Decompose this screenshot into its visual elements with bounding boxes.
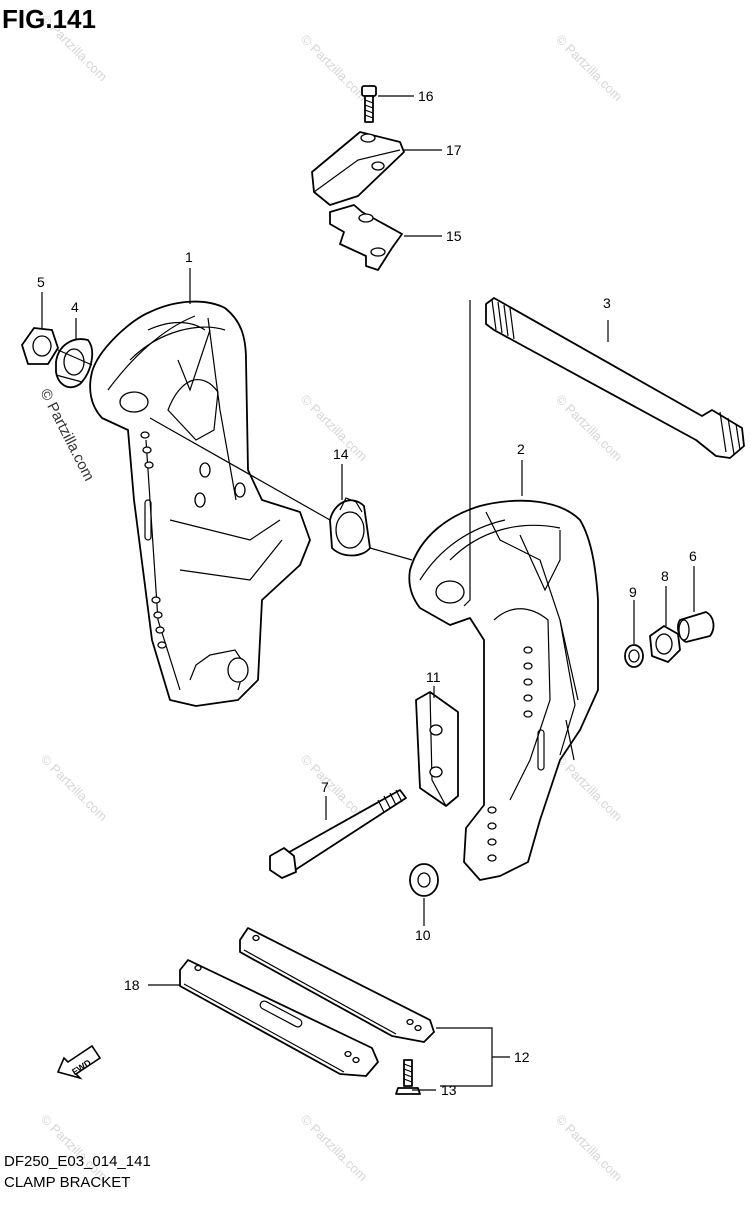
callout-8: 8 bbox=[661, 568, 669, 584]
callout-2: 2 bbox=[517, 441, 525, 457]
part-14-bushing bbox=[329, 497, 371, 557]
callout-7: 7 bbox=[321, 779, 329, 795]
callout-13: 13 bbox=[441, 1082, 457, 1098]
figure-caption: CLAMP BRACKET bbox=[4, 1174, 131, 1191]
watermark-text: © Partzilla.com bbox=[298, 32, 371, 105]
figure-title: FIG.141 bbox=[2, 4, 96, 34]
watermark-text: © Partzilla.com bbox=[553, 32, 626, 105]
callout-9: 9 bbox=[629, 584, 637, 600]
callout-14: 14 bbox=[333, 446, 349, 462]
part-15-plate bbox=[329, 204, 403, 271]
callout-17: 17 bbox=[446, 142, 462, 158]
callout-16: 16 bbox=[418, 88, 434, 104]
callout-6: 6 bbox=[689, 548, 697, 564]
watermark-text: © Partzilla.com bbox=[553, 392, 626, 465]
callout-15: 15 bbox=[446, 228, 462, 244]
callout-numbers: 16 17 15 1 5 4 3 2 14 6 8 9 11 7 10 18 1… bbox=[37, 88, 697, 1098]
part-6-collar bbox=[677, 611, 715, 643]
watermark-text: © Partzilla.com bbox=[36, 386, 97, 484]
part-16-bolt bbox=[361, 85, 377, 123]
callout-1: 1 bbox=[185, 249, 193, 265]
part-3-shaft bbox=[485, 297, 745, 459]
part-18-plate bbox=[179, 959, 379, 1077]
fwd-arrow-icon: FWD bbox=[56, 1044, 102, 1080]
figure-code: DF250_E03_014_141 bbox=[4, 1153, 151, 1170]
part-2-clamp-bracket bbox=[408, 499, 599, 881]
part-8-nut bbox=[649, 625, 681, 663]
callout-5: 5 bbox=[37, 274, 45, 290]
part-5-nut bbox=[21, 327, 59, 365]
part-9-washer bbox=[624, 644, 644, 668]
part-13-screw bbox=[395, 1059, 421, 1095]
callout-11: 11 bbox=[426, 669, 441, 685]
callout-4: 4 bbox=[71, 299, 79, 315]
part-10-washer bbox=[409, 863, 439, 897]
callout-18: 18 bbox=[124, 977, 140, 993]
part-11-plate bbox=[415, 691, 459, 807]
axis-lines bbox=[55, 300, 471, 607]
watermark-text: © Partzilla.com bbox=[553, 1112, 626, 1185]
watermark-text: © Partzilla.com bbox=[38, 752, 111, 825]
watermark-text: © Partzilla.com bbox=[553, 752, 626, 825]
part-12-plate bbox=[239, 927, 435, 1043]
callout-10: 10 bbox=[415, 927, 431, 943]
callout-3: 3 bbox=[603, 295, 611, 311]
part-17-cover bbox=[311, 131, 405, 206]
part-1-clamp-bracket bbox=[89, 300, 311, 707]
callout-12: 12 bbox=[514, 1049, 530, 1065]
part-7-bolt bbox=[269, 789, 407, 879]
watermark-text: © Partzilla.com bbox=[298, 1112, 371, 1185]
leader-lines bbox=[41, 95, 695, 1091]
